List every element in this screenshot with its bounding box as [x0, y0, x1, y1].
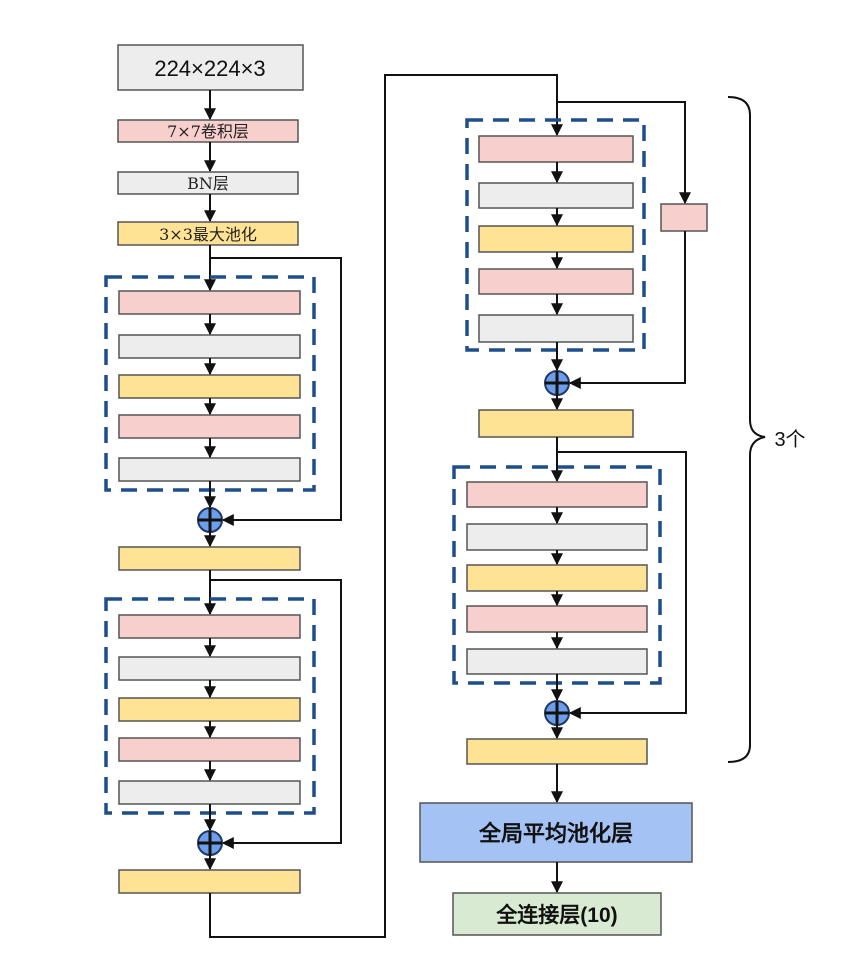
conv-layer: [466, 481, 648, 508]
conv-layer: [478, 135, 634, 163]
relu-layer: [118, 374, 301, 399]
stem: 224×224×3 7×7卷积层 BN层 3×3最大池化: [117, 44, 304, 246]
relu-layer: [118, 546, 301, 571]
classifier-head: 全局平均池化层 全连接层(10): [419, 764, 693, 936]
curly-brace-icon: [727, 96, 766, 763]
conv-layer: [466, 605, 648, 633]
relu-layer: [478, 225, 634, 253]
conv-layer: [118, 414, 301, 439]
residual-block-2: [104, 570, 342, 894]
bn-box: [117, 171, 299, 195]
conv-layer: [478, 268, 634, 295]
relu-layer: [118, 697, 301, 722]
conv-layer: [118, 614, 301, 639]
dashed-block: [465, 118, 646, 352]
relu-layer: [466, 738, 648, 765]
plus-circle-icon: [196, 506, 224, 534]
relu-layer: [478, 409, 634, 438]
gap-label: 全局平均池化层: [478, 821, 633, 846]
plus-circle-icon: [196, 829, 224, 857]
conv-layer: [118, 737, 301, 762]
relu-layer: [466, 564, 648, 592]
residual-block-downsample: [465, 101, 708, 438]
fc-label: 全连接层(10): [495, 903, 617, 927]
conv-layer: [118, 290, 301, 315]
conv-box: [117, 119, 299, 143]
input-box: [117, 44, 304, 91]
bn-layer: [466, 648, 648, 675]
connector-line: [209, 74, 563, 938]
fc-box: [452, 892, 662, 936]
bn-layer: [118, 656, 301, 681]
bn-layer: [118, 334, 301, 359]
plus-circle-icon: [543, 699, 571, 727]
residual-block-identity: [452, 437, 687, 765]
bn-layer: [118, 457, 301, 482]
plus-circle-icon: [543, 369, 571, 397]
conv-label: 7×7卷积层: [167, 122, 249, 141]
bn-layer: [478, 182, 634, 209]
bn-label: BN层: [187, 174, 229, 193]
pool-box: [117, 221, 299, 246]
bn-layer: [118, 780, 301, 805]
shortcut-conv: [660, 203, 708, 232]
bn-layer: [466, 523, 648, 551]
pool-label: 3×3最大池化: [159, 225, 257, 244]
repeat-count-label: 3个: [774, 428, 805, 451]
gap-box: [419, 802, 693, 863]
bn-layer: [478, 314, 634, 343]
residual-block-1: [104, 245, 342, 571]
input-label: 224×224×3: [154, 56, 265, 81]
relu-layer: [118, 869, 301, 894]
